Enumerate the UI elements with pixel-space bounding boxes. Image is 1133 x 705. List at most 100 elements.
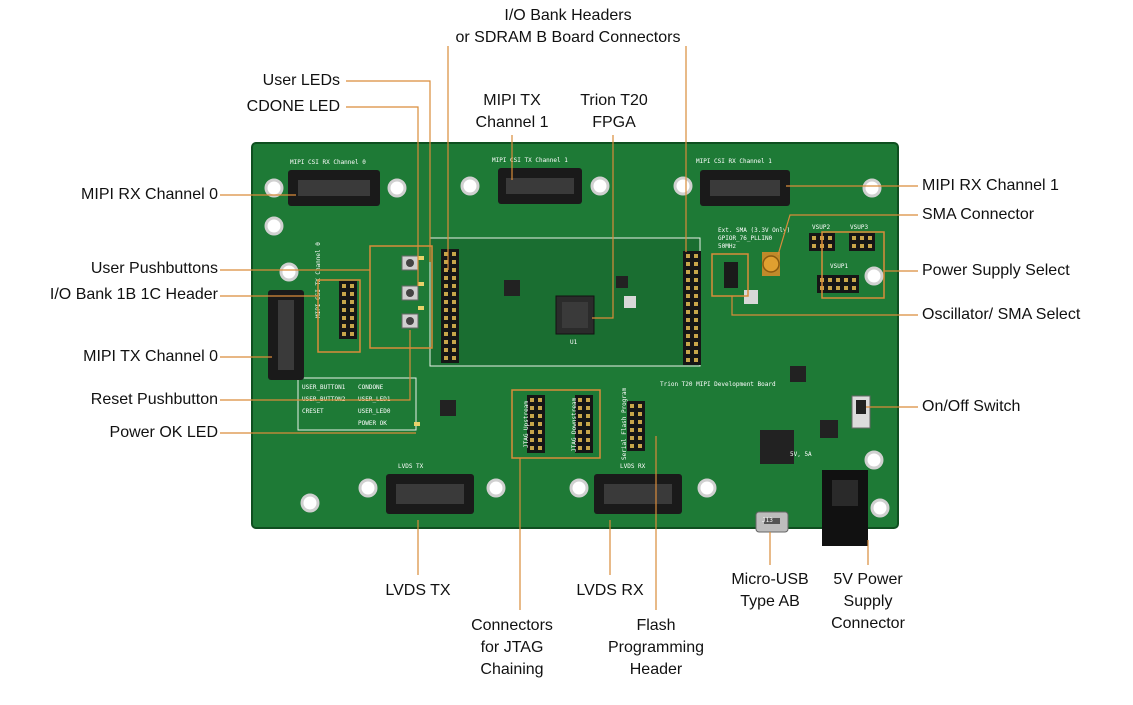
silk-user-button1: USER_BUTTON1 [302, 384, 346, 391]
silk-u1: U1 [570, 339, 578, 346]
vsup3-jumper-pin [852, 244, 856, 248]
io-bank-1b1c-header-body [339, 281, 357, 339]
io-bank-header-right-pin [686, 286, 690, 290]
silk-ext-sma: Ext. SMA (3.3V Only) [718, 227, 790, 234]
callout-box-psu [821, 231, 885, 299]
jtag-upstream-header-pin [538, 406, 542, 410]
io-bank-header-left-pin [444, 308, 448, 312]
io-bank-header-left-pin [444, 292, 448, 296]
vsup3-jumper-pin [860, 236, 864, 240]
silk-vsup1: VSUP1 [830, 263, 848, 270]
lvds-tx-connector [386, 474, 474, 514]
silk-power-ok: POWER OK [358, 420, 387, 427]
jtag-downstream-header-pin [586, 422, 590, 426]
silk-board-name: Trion T20 MIPI Development Board [660, 381, 776, 388]
flash-programming-header-pin [638, 436, 642, 440]
label-mipi-tx-ch1: MIPI TX Channel 1 [475, 92, 549, 131]
io-bank-header-left-pin [452, 300, 456, 304]
io-bank-header-right-pin [694, 278, 698, 282]
mipi-tx-ch1-connector [498, 168, 582, 204]
io-bank-header-left-pin [452, 292, 456, 296]
io-bank-header-right-pin [694, 254, 698, 258]
io-bank-header-right-pin [694, 358, 698, 362]
jtag-upstream-header-pin [538, 446, 542, 450]
silk-creset: CRESET [302, 408, 324, 415]
io-bank-header-right-pin [694, 286, 698, 290]
silk-jtag-upstream: JTAG Upstream [523, 401, 530, 448]
label-mipi-rx-ch1: MIPI RX Channel 1 [922, 177, 1059, 194]
io-bank-1b1c-header-pin [342, 284, 346, 288]
jtag-downstream-header-pin [578, 422, 582, 426]
silk-vsup2: VSUP2 [812, 224, 830, 231]
io-bank-1b1c-header [339, 281, 357, 339]
io-bank-header-left-pin [444, 284, 448, 288]
jtag-downstream-header-pin [586, 446, 590, 450]
callout-box-buttons-leds [369, 245, 433, 349]
jtag-downstream-header-pin [578, 398, 582, 402]
io-bank-1b1c-header-pin [342, 316, 346, 320]
silk-jtag-downstream: JTAG Downstream [571, 397, 578, 452]
label-sma-connector: SMA Connector [922, 206, 1035, 223]
vsup1-jumper-pin [844, 278, 848, 282]
micro-usb-connector [755, 511, 789, 533]
flash-programming-header-pin [638, 428, 642, 432]
power-supply-select-jumpers [809, 233, 875, 293]
flash-programming-header-pin [630, 404, 634, 408]
silk-user-led0: USER_LED0 [358, 408, 391, 415]
vsup2-jumper-pin [812, 244, 816, 248]
power-jack [822, 470, 868, 546]
misc-components [440, 262, 838, 464]
callout-boxes [317, 231, 885, 459]
jtag-upstream-header-pin [538, 422, 542, 426]
io-bank-header-right-pin [694, 310, 698, 314]
io-bank-1b1c-header-pin [342, 332, 346, 336]
silk-j13: J13 [762, 517, 773, 524]
jtag-upstream-header-pin [538, 430, 542, 434]
vsup1-jumper-pin [836, 286, 840, 290]
callout-box-jtag [511, 389, 601, 459]
flash-programming-header-pin [630, 444, 634, 448]
jtag-upstream-header-pin [530, 438, 534, 442]
label-mipi-tx-ch0: MIPI TX Channel 0 [83, 348, 218, 365]
label-5v-power: 5V Power Supply Connector [831, 571, 905, 632]
flash-programming-header-pin [638, 412, 642, 416]
label-lvds-rx: LVDS RX [576, 582, 644, 599]
io-bank-header-right-pin [686, 326, 690, 330]
mipi-tx-ch0-connector [268, 290, 304, 380]
io-bank-header-right-pin [694, 334, 698, 338]
jtag-headers [527, 395, 645, 453]
silk-freq: 50MHz [718, 243, 736, 250]
io-bank-header-left-pin [444, 348, 448, 352]
label-reset-pushbutton: Reset Pushbutton [90, 391, 218, 408]
jtag-downstream-header-pin [586, 438, 590, 442]
io-bank-header-right-pin [686, 310, 690, 314]
io-bank-header-left-pin [444, 268, 448, 272]
on-off-switch [851, 395, 871, 429]
io-bank-header-right-pin [686, 270, 690, 274]
jtag-upstream-header-pin [530, 414, 534, 418]
jtag-upstream-header-pin [530, 430, 534, 434]
io-bank-header-left-pin [452, 308, 456, 312]
jtag-downstream-header-pin [586, 398, 590, 402]
io-bank-header-right [683, 251, 701, 365]
silk-mipi-tx-ch1: MIPI CSI TX Channel 1 [492, 157, 568, 164]
io-bank-header-left-pin [444, 316, 448, 320]
io-bank-header-right-pin [694, 342, 698, 346]
leader-cdone-led [346, 106, 419, 286]
label-cdone-led: CDONE LED [246, 98, 340, 115]
sma-connector [762, 252, 780, 276]
jtag-upstream-header-pin [530, 398, 534, 402]
vsup1-jumper-pin [836, 278, 840, 282]
leader-osc-select [731, 296, 918, 316]
silk-lvds-tx: LVDS TX [398, 463, 424, 470]
label-flash-header: Flash Programming Header [607, 617, 705, 678]
vsup3-jumper-pin [868, 236, 872, 240]
jtag-upstream-header-pin [530, 406, 534, 410]
flash-programming-header-pin [630, 420, 634, 424]
vsup3-jumper-pin [860, 244, 864, 248]
flash-programming-header-pin [638, 420, 642, 424]
silk-vsup3: VSUP3 [850, 224, 868, 231]
io-bank-header-left-pin [452, 324, 456, 328]
io-bank-header-left-pin [444, 356, 448, 360]
